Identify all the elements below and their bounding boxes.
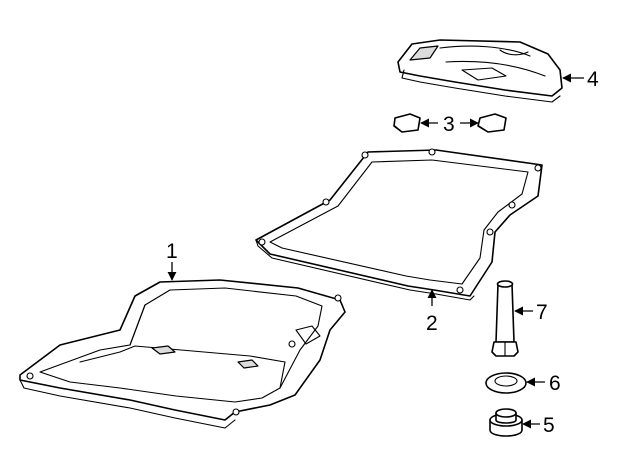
part-2-gasket[interactable] (255, 148, 543, 301)
callout-4: 4 (587, 68, 599, 91)
callout-2: 2 (426, 312, 438, 335)
part-3-pads[interactable] (393, 113, 507, 133)
callout-5: 5 (543, 414, 555, 437)
callout-1: 1 (166, 240, 178, 263)
callout-3: 3 (443, 113, 455, 136)
part-1-oil-pan[interactable] (19, 279, 346, 429)
callout-7: 7 (536, 301, 548, 324)
part-4-cover[interactable] (397, 39, 563, 103)
callout-6: 6 (549, 372, 561, 395)
part-7-bolt[interactable] (491, 280, 519, 357)
part-5-plug[interactable] (489, 408, 523, 437)
part-6-seal[interactable] (485, 372, 527, 394)
